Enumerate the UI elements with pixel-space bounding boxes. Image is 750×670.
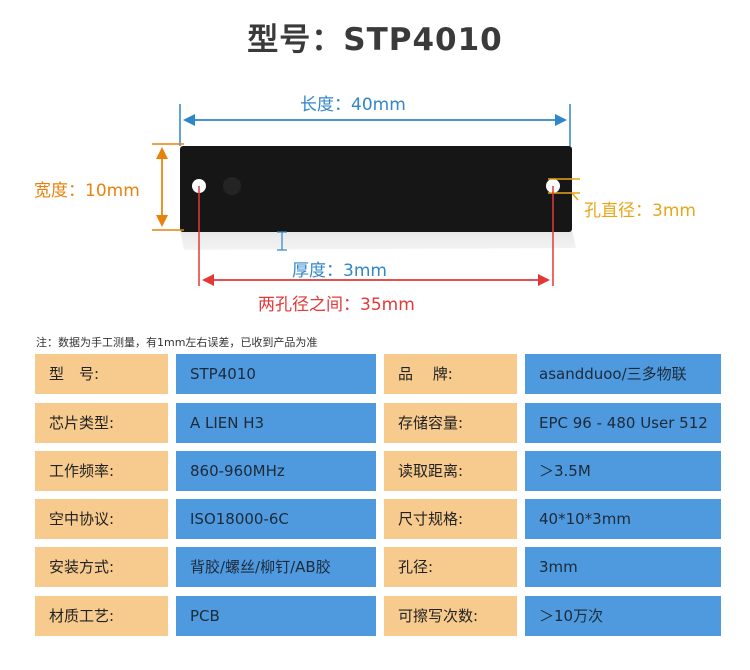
thickness-dimension: [277, 231, 287, 251]
spec-value: STP4010: [176, 354, 376, 394]
width-label: 宽度：10mm: [34, 181, 140, 201]
tag-dimension-diagram: [152, 104, 580, 286]
spec-key: 型 号:: [35, 354, 168, 394]
length-dimension: [179, 104, 571, 146]
hole-span-label: 两孔径之间：35mm: [258, 295, 415, 315]
spec-value: PCB: [176, 596, 376, 636]
spec-value: ISO18000-6C: [176, 499, 376, 539]
measurement-note: 注：数据为手工测量，有1mm左右误差，已收到产品为准: [36, 336, 318, 349]
hole-span-dimension: [198, 186, 554, 286]
spec-key: 可擦写次数:: [384, 596, 517, 636]
spec-value: EPC 96 - 480 User 512: [525, 403, 721, 443]
spec-key: 材质工艺:: [35, 596, 168, 636]
page-title: 型号：STP4010: [247, 22, 503, 58]
hole-diameter-label: 孔直径：3mm: [584, 201, 696, 221]
spec-key: 芯片类型:: [35, 403, 168, 443]
spec-key: 安装方式:: [35, 547, 168, 587]
spec-value: 背胶/螺丝/柳钉/AB胶: [176, 547, 376, 587]
spec-value: ＞3.5M: [525, 451, 721, 491]
spec-key: 空中协议:: [35, 499, 168, 539]
spec-key: 存储容量:: [384, 403, 517, 443]
spec-value: 860-960MHz: [176, 451, 376, 491]
length-label: 长度：40mm: [300, 95, 406, 115]
spec-value: 3mm: [525, 547, 721, 587]
spec-key: 孔径:: [384, 547, 517, 587]
spec-key: 读取距离:: [384, 451, 517, 491]
spec-value: ＞10万次: [525, 596, 721, 636]
rfid-tag: [180, 146, 576, 250]
spec-key: 品 牌:: [384, 354, 517, 394]
thickness-label: 厚度：3mm: [292, 261, 387, 281]
width-dimension: [152, 143, 184, 231]
spec-value: 40*10*3mm: [525, 499, 721, 539]
spec-key: 工作频率:: [35, 451, 168, 491]
spec-value: A LIEN H3: [176, 403, 376, 443]
spec-value: asandduoo/三多物联: [525, 354, 721, 394]
spec-key: 尺寸规格:: [384, 499, 517, 539]
